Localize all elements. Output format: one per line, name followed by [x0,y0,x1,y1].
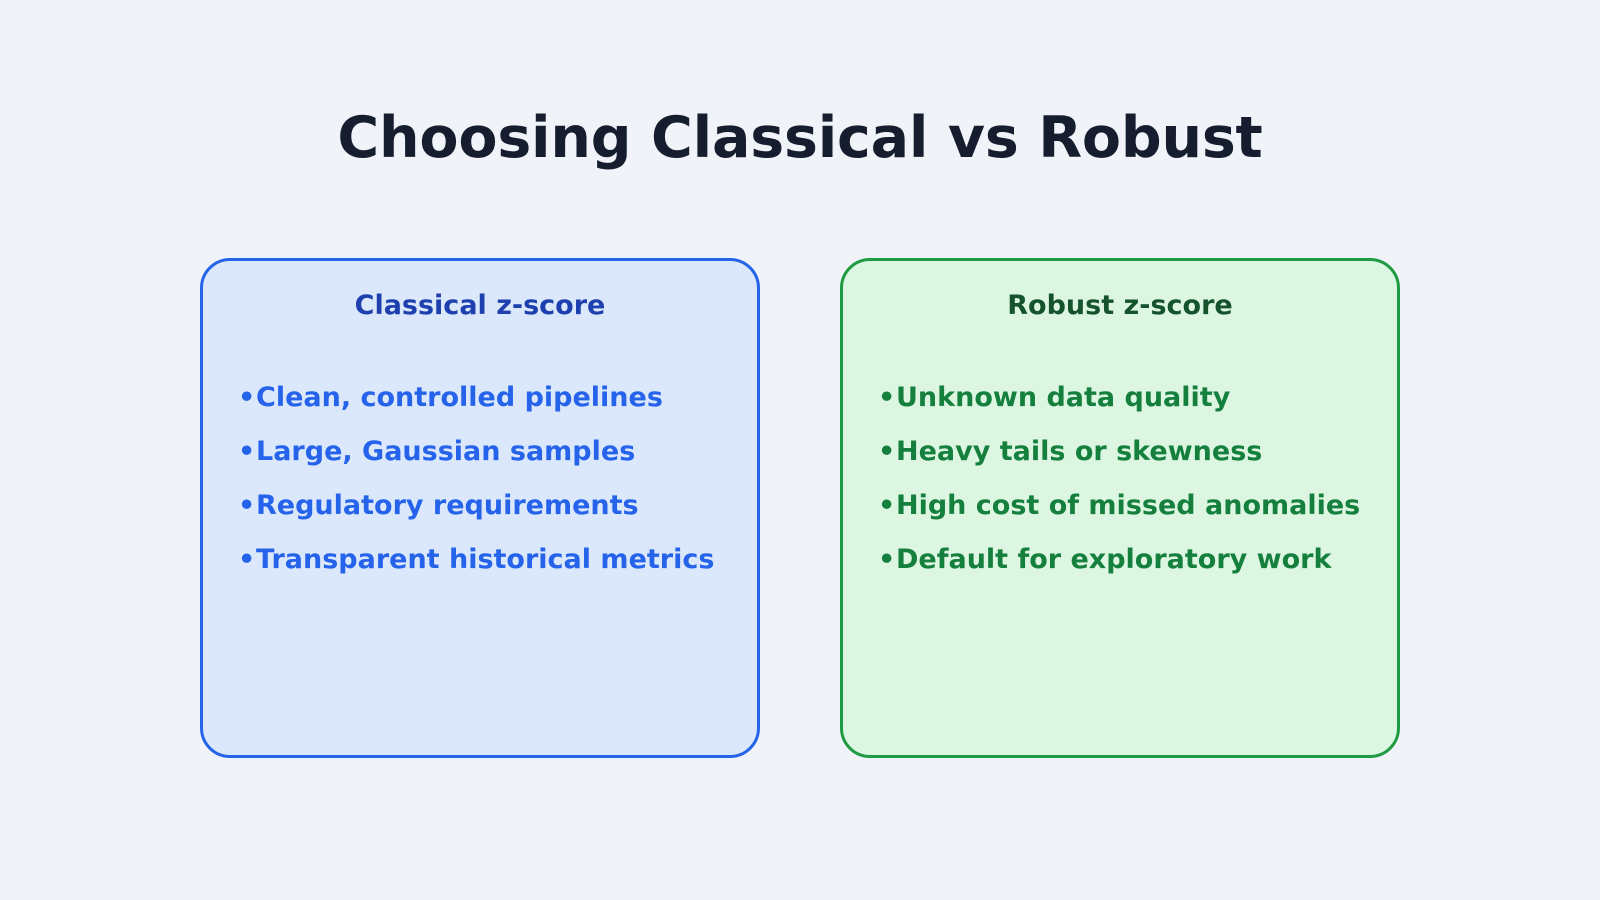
bullet-dot-icon: • [878,382,896,413]
list-item: •Large, Gaussian samples [238,425,747,479]
list-item: •Transparent historical metrics [238,533,747,587]
card-robust-bullet-list: •Unknown data quality •Heavy tails or sk… [878,371,1387,587]
list-item-label: Regulatory requirements [256,490,639,521]
card-robust-heading: Robust z-score [1007,290,1233,321]
card-classical-bullet-list: •Clean, controlled pipelines •Large, Gau… [238,371,747,587]
list-item: •Regulatory requirements [238,479,747,533]
list-item-label: Unknown data quality [896,382,1231,413]
list-item-label: Default for exploratory work [896,544,1332,575]
bullet-dot-icon: • [238,382,256,413]
card-classical-heading: Classical z-score [354,290,606,321]
bullet-dot-icon: • [238,436,256,467]
list-item-label: High cost of missed anomalies [896,490,1361,521]
list-item: •Heavy tails or skewness [878,425,1387,479]
list-item-label: Large, Gaussian samples [256,436,636,467]
list-item-label: Clean, controlled pipelines [256,382,663,413]
bullet-dot-icon: • [878,436,896,467]
list-item-label: Heavy tails or skewness [896,436,1263,467]
card-robust-z-score: Robust z-score •Unknown data quality •He… [840,258,1400,758]
list-item: •Unknown data quality [878,371,1387,425]
bullet-dot-icon: • [238,490,256,521]
bullet-dot-icon: • [238,544,256,575]
bullet-dot-icon: • [878,490,896,521]
bullet-dot-icon: • [878,544,896,575]
list-item: •Clean, controlled pipelines [238,371,747,425]
list-item: •High cost of missed anomalies [878,479,1387,533]
list-item: •Default for exploratory work [878,533,1387,587]
page-title: Choosing Classical vs Robust [337,105,1263,171]
list-item-label: Transparent historical metrics [256,544,715,575]
card-classical-z-score: Classical z-score •Clean, controlled pip… [200,258,760,758]
